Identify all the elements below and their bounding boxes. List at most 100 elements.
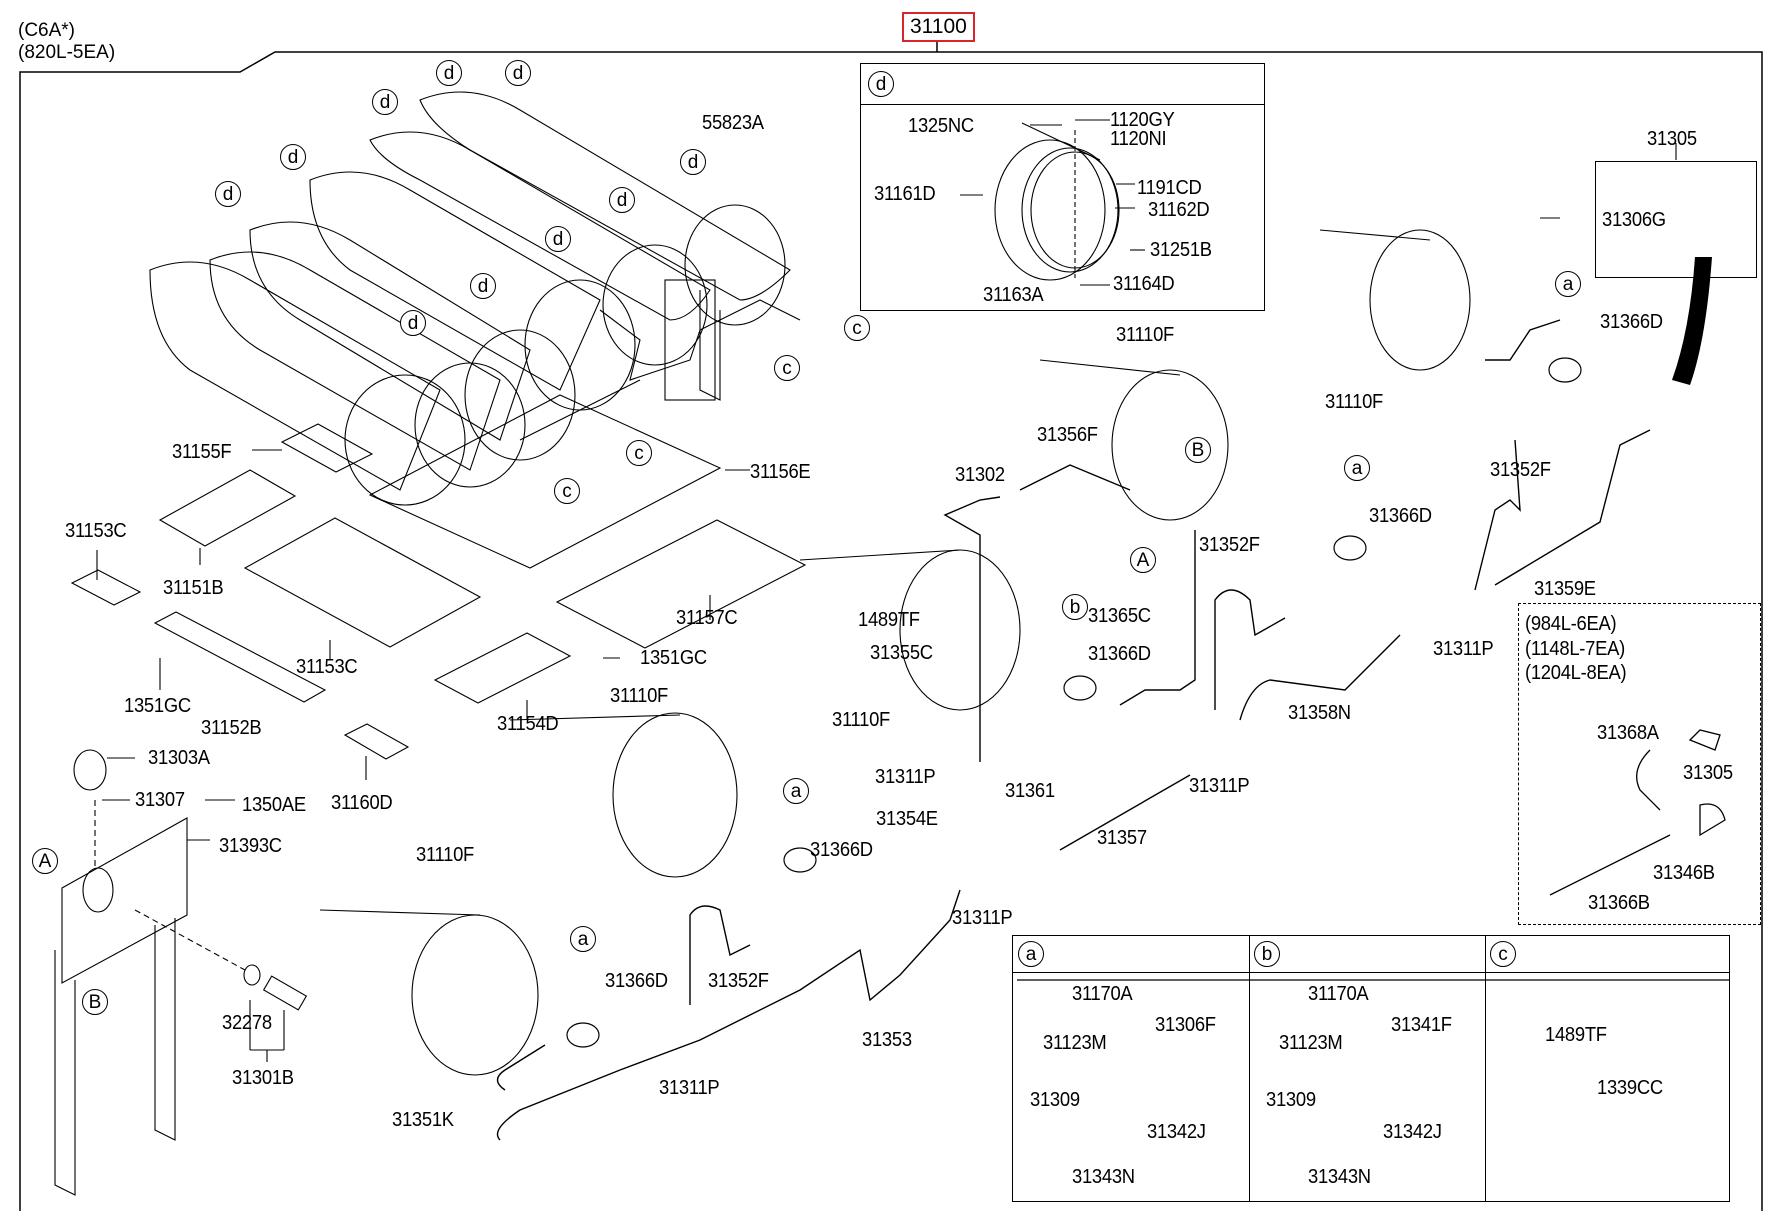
callout-c-4: c: [554, 478, 580, 504]
part-label-31306G[interactable]: 31306G: [1602, 209, 1666, 231]
part-label-31305-variant[interactable]: 31305: [1683, 762, 1733, 784]
part-label-31110F-c[interactable]: 31110F: [832, 709, 891, 731]
panel-31157C: [555, 519, 807, 649]
part-label-1120GY[interactable]: 1120GY: [1110, 109, 1175, 131]
part-label-31301B[interactable]: 31301B: [232, 1067, 294, 1089]
variant-1204L: (1204L-8EA): [1525, 662, 1627, 684]
part-label-31153C-large[interactable]: 31153C: [296, 656, 358, 678]
callout-c-2: c: [774, 355, 800, 381]
part-label-31110F-a[interactable]: 31110F: [1116, 324, 1175, 346]
part-label-31366D-b[interactable]: 31366D: [1369, 505, 1432, 527]
part-label-31352F-a[interactable]: 31352F: [1490, 459, 1551, 481]
panel-31156E: [368, 394, 722, 569]
callout-B-1: B: [1185, 437, 1211, 463]
part-label-c-1489TF[interactable]: 1489TF: [1545, 1024, 1607, 1046]
part-label-b-31341F[interactable]: 31341F: [1391, 1014, 1452, 1036]
part-label-31352F-c[interactable]: 31352F: [708, 970, 769, 992]
part-label-31151B[interactable]: 31151B: [163, 577, 224, 599]
part-label-31164D[interactable]: 31164D: [1113, 273, 1175, 295]
part-label-31307[interactable]: 31307: [135, 789, 185, 811]
part-label-1191CD[interactable]: 1191CD: [1137, 177, 1202, 199]
gauge-panel-bracket: [54, 749, 308, 1196]
part-label-31156E[interactable]: 31156E: [750, 461, 811, 483]
part-label-31352F-b[interactable]: 31352F: [1199, 534, 1260, 556]
part-label-31311P-a[interactable]: 31311P: [1433, 638, 1494, 660]
part-label-31303A[interactable]: 31303A: [148, 747, 210, 769]
part-label-31355C[interactable]: 31355C: [870, 642, 933, 664]
part-label-31361[interactable]: 31361: [1005, 780, 1055, 802]
part-label-31110F-d[interactable]: 31110F: [610, 685, 669, 707]
detail-31305-box: [1595, 161, 1757, 278]
part-label-31368A[interactable]: 31368A: [1597, 722, 1659, 744]
part-label-31161D[interactable]: 31161D: [874, 183, 936, 205]
part-label-31366D-e[interactable]: 31366D: [605, 970, 668, 992]
part-label-31163A[interactable]: 31163A: [983, 284, 1044, 306]
part-label-a-31342J[interactable]: 31342J: [1147, 1121, 1206, 1143]
part-label-31110F-b[interactable]: 31110F: [1325, 391, 1384, 413]
large-tanks: [319, 229, 1471, 1076]
callout-a-4: a: [570, 926, 596, 952]
part-label-31153C-small[interactable]: 31153C: [65, 520, 127, 542]
part-label-a-31170A[interactable]: 31170A: [1072, 983, 1133, 1005]
part-label-b-31170A[interactable]: 31170A: [1308, 983, 1369, 1005]
part-label-31311P-e[interactable]: 31311P: [659, 1077, 720, 1099]
part-label-31305-title[interactable]: 31305: [1647, 128, 1697, 150]
tank-row-mid: [249, 171, 636, 461]
part-label-1351GC-left[interactable]: 1351GC: [124, 695, 191, 717]
part-label-31366D-d[interactable]: 31366D: [810, 839, 873, 861]
part-label-31302[interactable]: 31302: [955, 464, 1005, 486]
assembly-part-number[interactable]: 31100: [902, 12, 975, 42]
part-label-31157C[interactable]: 31157C: [676, 607, 738, 629]
part-label-32278[interactable]: 32278: [222, 1012, 272, 1034]
legend-divider-bc: [1485, 936, 1486, 1201]
part-label-1489TF[interactable]: 1489TF: [858, 609, 920, 631]
part-label-31393C[interactable]: 31393C: [219, 835, 282, 857]
part-label-b-31309[interactable]: 31309: [1266, 1089, 1316, 1111]
tank-row-back: [369, 91, 791, 366]
leader-lines: [96, 119, 1677, 1062]
part-label-a-31306F[interactable]: 31306F: [1155, 1014, 1216, 1036]
part-label-31351K[interactable]: 31351K: [392, 1109, 454, 1131]
part-label-55823A[interactable]: 55823A: [702, 112, 764, 134]
part-label-31356F[interactable]: 31356F: [1037, 424, 1098, 446]
tank-end-4: [612, 712, 738, 878]
part-label-b-31343N[interactable]: 31343N: [1308, 1166, 1371, 1188]
tank-end-1: [1369, 229, 1471, 371]
part-label-a-31123M[interactable]: 31123M: [1043, 1032, 1107, 1054]
part-label-31366B[interactable]: 31366B: [1588, 892, 1650, 914]
part-label-31110F-e[interactable]: 31110F: [416, 844, 475, 866]
part-label-c-1339CC[interactable]: 1339CC: [1597, 1077, 1663, 1099]
part-label-31162D[interactable]: 31162D: [1148, 199, 1210, 221]
part-label-31365C[interactable]: 31365C: [1088, 605, 1151, 627]
part-label-31357[interactable]: 31357: [1097, 827, 1147, 849]
part-label-31359E[interactable]: 31359E: [1534, 578, 1596, 600]
part-label-b-31123M[interactable]: 31123M: [1279, 1032, 1343, 1054]
part-label-31311P-b[interactable]: 31311P: [1189, 775, 1250, 797]
detail-c-callout: c: [1490, 941, 1516, 967]
part-label-31366D-c[interactable]: 31366D: [1088, 643, 1151, 665]
part-label-31353[interactable]: 31353: [862, 1029, 912, 1051]
part-label-31358N[interactable]: 31358N: [1288, 702, 1351, 724]
part-label-1120NI[interactable]: 1120NI: [1110, 128, 1167, 150]
part-label-a-31343N[interactable]: 31343N: [1072, 1166, 1135, 1188]
part-label-31154D[interactable]: 31154D: [497, 713, 559, 735]
part-label-31160D[interactable]: 31160D: [331, 792, 393, 814]
callout-A-1: A: [1130, 547, 1156, 573]
part-label-31346B[interactable]: 31346B: [1653, 862, 1715, 884]
part-label-31155F[interactable]: 31155F: [172, 441, 232, 463]
plate-31152B: [153, 611, 327, 703]
part-label-b-31342J[interactable]: 31342J: [1383, 1121, 1442, 1143]
part-label-31311P-d[interactable]: 31311P: [952, 907, 1013, 929]
part-label-31354E[interactable]: 31354E: [876, 808, 938, 830]
part-label-1325NC[interactable]: 1325NC: [908, 115, 974, 137]
part-label-31311P-c[interactable]: 31311P: [875, 766, 936, 788]
part-label-a-31309[interactable]: 31309: [1030, 1089, 1080, 1111]
part-label-31152B[interactable]: 31152B: [201, 717, 262, 739]
detail-legend-box: [1012, 935, 1730, 1202]
part-label-31366D-a[interactable]: 31366D: [1600, 311, 1663, 333]
part-label-31251B[interactable]: 31251B: [1150, 239, 1212, 261]
detail-d-clamp: [994, 122, 1120, 281]
part-label-1351GC-right[interactable]: 1351GC: [640, 647, 707, 669]
part-label-1350AE[interactable]: 1350AE: [242, 794, 306, 816]
